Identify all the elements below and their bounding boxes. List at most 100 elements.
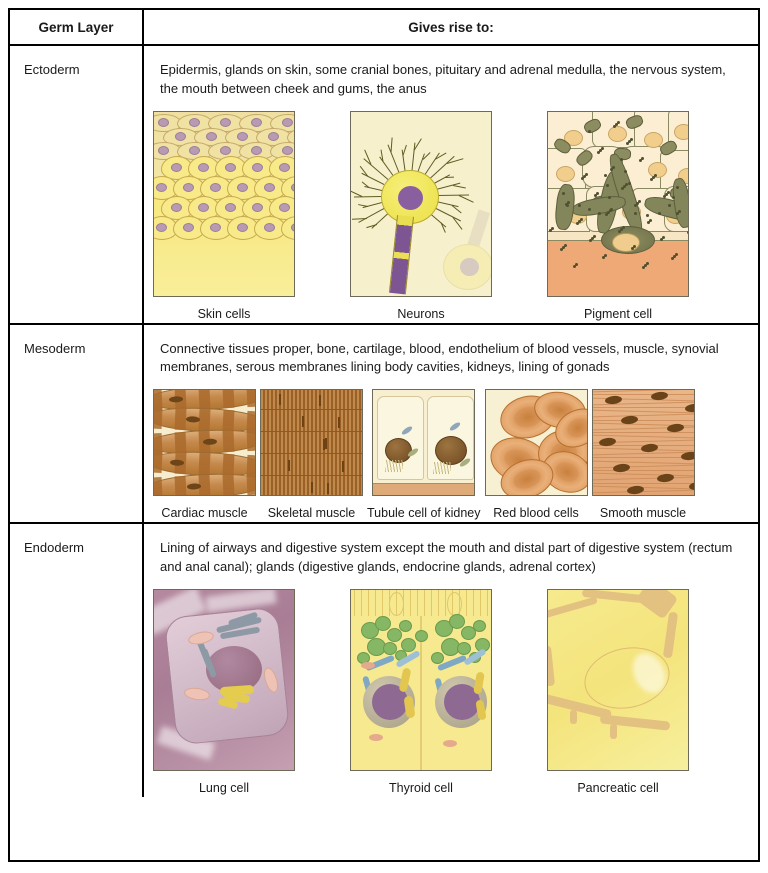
muscle-fiber xyxy=(592,495,695,496)
skin-cell-nucleus xyxy=(291,182,294,192)
neuron-illustration xyxy=(350,110,492,297)
melanin-granule xyxy=(591,236,594,240)
skin-cell-nucleus xyxy=(252,202,263,212)
colloid-vesicle xyxy=(473,619,486,632)
muscle-fiber xyxy=(592,464,694,469)
central-pallor xyxy=(551,459,582,486)
table-header-row: Germ Layer Gives rise to: xyxy=(10,10,758,46)
melanin-granule xyxy=(620,157,623,161)
membrane-process xyxy=(648,595,655,610)
figure-kidney-tubule-cell: Tubule cell of kidney xyxy=(367,389,481,522)
figure-lung-cell: Lung cell xyxy=(153,588,295,797)
z-line xyxy=(342,461,344,473)
melanin-granule xyxy=(668,203,671,207)
skin-cell-nucleus xyxy=(189,117,200,127)
muscle-fiber xyxy=(592,459,694,465)
skin-cell-nucleus xyxy=(264,222,275,232)
skin-cell-nucleus xyxy=(175,131,186,141)
colloid-vesicle xyxy=(431,651,444,664)
skeletal-muscle-illustration xyxy=(260,389,363,497)
melanin-granule xyxy=(634,211,637,215)
figure-smooth-muscle: Smooth muscle xyxy=(591,389,695,522)
melanin-granule xyxy=(575,262,578,266)
lysosome xyxy=(369,733,383,741)
figure-strip-mesoderm: Cardiac muscle Skeletal muscle xyxy=(144,377,758,522)
z-line xyxy=(325,438,327,450)
cardiac-nucleus xyxy=(202,438,218,446)
dendrite-branch xyxy=(402,145,407,157)
figure-pigment-cell: Pigment cell xyxy=(547,110,689,323)
germ-layer-table: Germ Layer Gives rise to: Ectoderm Epide… xyxy=(8,8,760,862)
melanin-granule xyxy=(652,175,655,179)
melanin-granule xyxy=(564,243,567,247)
colloid-vesicle xyxy=(435,619,453,637)
melanin-granule xyxy=(580,217,583,221)
figure-caption: Skin cells xyxy=(197,306,251,321)
intercalated-disc xyxy=(154,477,163,496)
skin-cell-nucleus xyxy=(225,202,236,212)
header-cell-germ-layer: Germ Layer xyxy=(10,10,144,44)
skin-cell-nucleus xyxy=(237,182,248,192)
melanin-granule xyxy=(663,194,666,198)
skin-cell xyxy=(173,215,205,240)
skin-cell-nucleus xyxy=(237,131,248,141)
figure-caption: Pancreatic cell xyxy=(577,780,659,795)
red-blood-cells-illustration xyxy=(484,389,588,497)
skin-cell-nucleus xyxy=(225,162,236,172)
z-line xyxy=(319,395,321,407)
skin-cell-nucleus xyxy=(252,162,263,172)
melanin-granule xyxy=(593,234,596,238)
melanin-granule xyxy=(610,207,613,211)
melanin-granule xyxy=(588,207,591,211)
melanin-granule xyxy=(642,265,645,269)
intercalated-disc xyxy=(198,408,211,432)
skin-cell-nucleus xyxy=(183,182,194,192)
microvillus-loop xyxy=(447,591,462,616)
skin-cell-nucleus xyxy=(206,131,217,141)
melanin-granule xyxy=(662,235,665,239)
z-line xyxy=(323,439,325,451)
intercalated-disc xyxy=(198,452,211,476)
intercalated-disc xyxy=(174,407,187,431)
muscle-fiber xyxy=(592,476,694,482)
layer-name-endoderm: Endoderm xyxy=(24,540,84,556)
melanin-granule xyxy=(624,169,627,173)
melanin-granule xyxy=(608,195,611,199)
colloid-vesicle xyxy=(415,629,428,642)
melanin-granule xyxy=(665,192,668,196)
intercalated-disc xyxy=(174,476,187,496)
skin-cell-nucleus xyxy=(158,117,169,127)
description-endoderm: Lining of airways and digestive system e… xyxy=(160,540,733,574)
header-germ-layer-text: Germ Layer xyxy=(38,20,114,35)
skin-cell-nucleus xyxy=(198,162,209,172)
colloid-vesicle xyxy=(361,621,379,639)
melanin-granule xyxy=(649,218,652,222)
figure-cardiac-muscle: Cardiac muscle xyxy=(153,389,256,522)
melanin-granule xyxy=(641,156,644,160)
lysosome xyxy=(361,661,375,669)
cell-membrane-edge xyxy=(548,645,556,687)
microvilli-band xyxy=(351,589,491,616)
smooth-muscle-nucleus xyxy=(612,463,630,474)
melanin-granule xyxy=(562,191,565,195)
z-line xyxy=(288,460,290,472)
central-pallor xyxy=(510,466,543,492)
melanin-granule xyxy=(599,148,602,152)
melanin-granule xyxy=(625,182,628,186)
skin-cell-nucleus xyxy=(171,202,182,212)
melanin-granule xyxy=(639,158,642,162)
skin-cell-nucleus xyxy=(264,182,275,192)
melanin-granule xyxy=(615,122,618,126)
cardiac-fiber xyxy=(154,471,255,496)
figure-skeletal-muscle: Skeletal muscle xyxy=(260,389,363,522)
melanin-granule xyxy=(631,246,634,250)
colloid-vesicle xyxy=(461,625,476,640)
figure-caption: Neurons xyxy=(397,306,445,321)
skin-cell-nucleus xyxy=(156,222,167,232)
melanin-granule xyxy=(628,181,631,185)
skin-cell-nucleus xyxy=(183,222,194,232)
kidney-tubule-cell-illustration xyxy=(372,389,476,497)
dendrite xyxy=(436,194,469,197)
skin-cell-nucleus xyxy=(291,222,294,232)
layer-cell-endoderm: Endoderm xyxy=(10,524,144,797)
